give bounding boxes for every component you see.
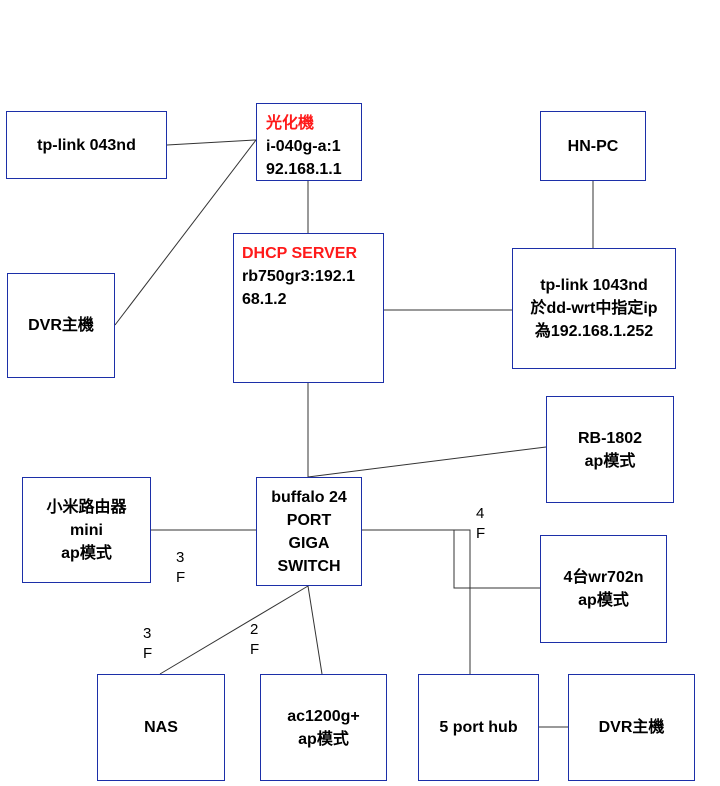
- node-wr702n: 4台wr702n ap模式: [540, 535, 667, 643]
- node-dvr-bottom: DVR主機: [568, 674, 695, 781]
- node-label: 68.1.2: [242, 291, 287, 308]
- link-switch-rb1802: [307, 446, 547, 478]
- node-ont-modem: 光化機 i-040g-a:1 92.168.1.1: [256, 103, 362, 181]
- node-title: DHCP SERVER: [242, 245, 357, 262]
- node-label: mini: [70, 521, 103, 539]
- node-label: rb750gr3:192.1: [242, 268, 355, 285]
- node-label: tp-link 1043nd: [540, 277, 648, 294]
- node-rb1802: RB-1802 ap模式: [546, 396, 674, 503]
- node-tplink-043nd: tp-link 043nd: [6, 111, 167, 179]
- node-label: SWITCH: [277, 557, 341, 575]
- node-label: HN-PC: [567, 137, 619, 155]
- node-label: DVR主機: [598, 719, 665, 736]
- node-label: ap模式: [61, 544, 112, 562]
- node-label: buffalo 24: [271, 488, 347, 506]
- node-label: ap模式: [584, 452, 636, 470]
- node-label: ap模式: [298, 730, 349, 748]
- node-label: PORT: [286, 511, 332, 529]
- node-label: i-040g-a:1: [266, 138, 341, 155]
- node-label: 小米路由器: [46, 498, 127, 516]
- node-ac1200: ac1200g+ ap模式: [260, 674, 387, 781]
- node-label: 92.168.1.1: [266, 161, 342, 178]
- node-label: DVR主機: [28, 317, 94, 334]
- node-label: tp-link 043nd: [37, 136, 136, 154]
- link-switch-ac1200: [307, 585, 323, 675]
- node-label: ac1200g+: [287, 707, 360, 725]
- node-hn-pc: HN-PC: [540, 111, 646, 181]
- floor-label-3f-xiaomi: 3 F: [176, 549, 186, 586]
- node-label: 4台wr702n: [563, 569, 644, 586]
- node-dhcp-server: DHCP SERVER rb750gr3:192.1 68.1.2: [233, 233, 384, 383]
- link-switch-wr702n: [362, 529, 540, 589]
- node-nas: NAS: [97, 674, 225, 781]
- link-tplink043-ont: [166, 139, 257, 146]
- node-label: RB-1802: [577, 429, 643, 447]
- node-label: 5 port hub: [439, 719, 518, 736]
- node-xiaomi-router: 小米路由器 mini ap模式: [22, 477, 151, 583]
- link-switch-nas: [159, 585, 309, 675]
- node-label: 於dd-wrt中指定ip: [530, 300, 658, 317]
- node-label: GIGA: [288, 534, 330, 552]
- link-dvr-ont: [114, 139, 257, 326]
- node-label: NAS: [144, 719, 178, 736]
- node-dvr-top: DVR主機: [7, 273, 115, 378]
- node-title: 光化機: [266, 115, 315, 132]
- node-label: ap模式: [578, 592, 629, 609]
- node-label: 為192.168.1.252: [534, 323, 654, 340]
- node-5port-hub: 5 port hub: [418, 674, 539, 781]
- floor-label-4f-wr702n: 4 F: [476, 505, 486, 542]
- node-buffalo-switch: buffalo 24 PORT GIGA SWITCH: [256, 477, 362, 586]
- link-switch-hub: [362, 529, 471, 674]
- floor-label-3f-nas: 3 F: [143, 625, 153, 662]
- node-tplink-1043nd: tp-link 1043nd 於dd-wrt中指定ip 為192.168.1.2…: [512, 248, 676, 369]
- floor-label-2f-ac1200: 2 F: [250, 621, 260, 658]
